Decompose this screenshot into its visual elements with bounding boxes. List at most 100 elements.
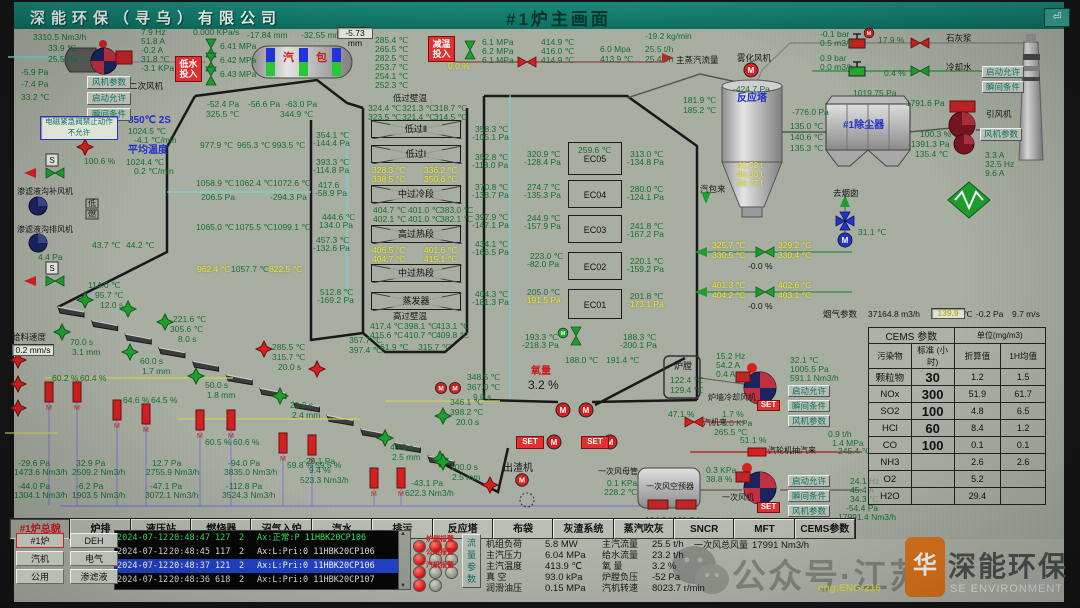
diagram-label: 622.3 Nm3/h — [405, 488, 454, 498]
panel-button[interactable]: 风机参数 — [87, 76, 131, 89]
diagram-label: 1.7 % — [722, 409, 744, 419]
diagram-label: 1075.5 ℃ — [235, 222, 273, 232]
economizer-section: EC04 — [568, 180, 622, 208]
panel-button[interactable]: 瞬间条件 — [982, 81, 1024, 93]
diagram-label: 512.8 ℃ — [320, 287, 354, 297]
flow-params-button[interactable]: 流量参数 — [462, 534, 481, 588]
stat-label: 润滑油压 — [486, 583, 523, 593]
svg-text:M: M — [228, 433, 234, 440]
nav-button-DEH[interactable]: DEH — [70, 533, 118, 548]
diagram-label: 33.2 ℃ — [21, 92, 50, 102]
diagram-label: -43.1 Pa — [411, 478, 444, 488]
stat-label: 主汽流量 — [602, 539, 639, 549]
diagram-label: 51.1 % — [740, 435, 767, 445]
diagram-label: 95.7 ℃ — [95, 290, 124, 300]
diagram-label: 氧量 — [531, 366, 551, 377]
diagram-label: 20.0 s — [278, 362, 302, 372]
diagram-label: 9.7 m/s — [1012, 309, 1040, 319]
nav-button-#1炉[interactable]: #1炉 — [16, 533, 64, 548]
panel-button[interactable]: 风机参数 — [788, 415, 830, 427]
tab-灰渣系统[interactable]: 灰渣系统 — [552, 518, 615, 540]
diagram-label: 51.8 A — [141, 36, 166, 46]
tab-SNCR[interactable]: SNCR — [672, 518, 736, 540]
diagram-label: 12.0 s — [100, 300, 124, 310]
diagram-label: 炉膛 — [674, 361, 693, 371]
diagram-label: 404.2 ℃ — [712, 290, 746, 300]
tab-MFT[interactable]: MFT — [733, 518, 796, 540]
nav-button-电气[interactable]: 电气 — [70, 551, 118, 566]
diagram-label: 350.6 ℃ — [424, 174, 458, 184]
diagram-label: 17991.4 Nm3/h — [838, 512, 897, 522]
tab-CEMS参数[interactable]: CEMS参数 — [793, 518, 857, 540]
return-button[interactable]: ⏎ — [1044, 8, 1070, 27]
alarm-scrollbar[interactable] — [398, 530, 411, 590]
stat-label: 机组负荷 — [486, 539, 523, 549]
diagram-label: 45.4 A — [850, 485, 875, 495]
diagram-label: 包 — [316, 52, 327, 64]
set-button[interactable]: SET — [581, 436, 609, 449]
diagram-label: 38.8 % — [706, 474, 733, 484]
svg-text:M: M — [748, 66, 755, 75]
diagram-label: 415.6 ℃ — [370, 330, 404, 340]
panel-button[interactable]: 启动允许 — [87, 92, 131, 105]
diagram-label: 15.2 Hz — [716, 351, 746, 361]
nav-button-汽机[interactable]: 汽机 — [16, 551, 64, 566]
diagram-label: 1005.5 Pa — [790, 364, 829, 374]
set-button[interactable]: SET — [516, 436, 544, 449]
diagram-label: -132.6 Pa — [313, 243, 350, 253]
lamp-label: 公用报警 — [426, 549, 454, 556]
set-button[interactable]: SET — [757, 400, 780, 411]
diagram-label: 285.5 ℃ — [272, 342, 306, 352]
diagram-label: 17.9 % — [878, 35, 905, 45]
diagram-label: 397.4 ℃ — [349, 345, 383, 355]
diagram-label: 245.4 ℃ — [838, 446, 872, 456]
diagram-label: 0.4 % — [884, 68, 906, 78]
diagram-label: 0.3 KPa — [706, 465, 737, 475]
diagram-label: 185.2 ℃ — [683, 105, 717, 115]
diagram-label: -29.6 Pa — [18, 458, 51, 468]
diagram-label: 253.7 ℃ — [375, 62, 409, 72]
diagram-label: 7.9 Hz — [141, 27, 166, 37]
heat-exchanger: 中过热段 — [371, 264, 462, 283]
diagram-label: -138.7 Pa — [472, 190, 509, 200]
diagram-label: 201.8 ℃ — [630, 291, 664, 301]
tab-布袋[interactable]: 布袋 — [491, 518, 555, 540]
alarm-lamp — [429, 553, 442, 566]
panel-button[interactable]: 启动允许 — [788, 475, 830, 487]
company-title: 深能环保（寻乌）有限公司 — [30, 10, 283, 27]
diagram-label: 9.6 A — [985, 168, 1005, 178]
nav-button-公用[interactable]: 公用 — [16, 569, 64, 584]
heat-exchanger: 低过Ⅱ — [371, 120, 462, 139]
diagram-label: 135.4 ℃ — [915, 149, 949, 159]
tab-蒸汽吹灰[interactable]: 蒸汽吹灰 — [612, 518, 675, 540]
svg-text:M: M — [143, 427, 149, 434]
diagram-label: 402.1 ℃ — [373, 214, 407, 224]
diagram-label: 0.2 ℃/min — [134, 166, 174, 176]
diagram-label: 265.5 ℃ — [714, 427, 748, 437]
diagram-label: 59.5 % — [315, 460, 342, 470]
diagram-label: 414.9 ℃ — [541, 55, 575, 65]
diagram-label: 平均温度 — [128, 145, 168, 156]
set-button[interactable]: SET — [757, 502, 780, 513]
diagram-label: ℃ — [963, 309, 973, 319]
panel-button[interactable]: 瞬间条件 — [788, 400, 830, 412]
nav-button-渗滤液[interactable]: 渗滤液 — [70, 569, 118, 584]
diagram-label: -44.0 Pa — [18, 481, 51, 491]
diagram-label: 汽包来 — [700, 184, 726, 194]
diagram-label: 渗滤液沟排风机 — [17, 225, 73, 234]
panel-button[interactable]: 瞬间条件 — [788, 490, 830, 502]
panel-button[interactable]: 风机参数 — [980, 128, 1022, 141]
diagram-label: 414.9 ℃ — [541, 37, 575, 47]
panel-button[interactable]: 风机参数 — [788, 505, 830, 517]
diagram-label: 404.7 ℃ — [373, 205, 407, 215]
panel-button[interactable]: 启动允许 — [982, 66, 1024, 78]
diagram-label: 43.7 ℃ — [92, 240, 121, 250]
diagram-label: 1.7 mm — [142, 366, 171, 376]
panel-button[interactable]: 启动允许 — [788, 385, 830, 397]
